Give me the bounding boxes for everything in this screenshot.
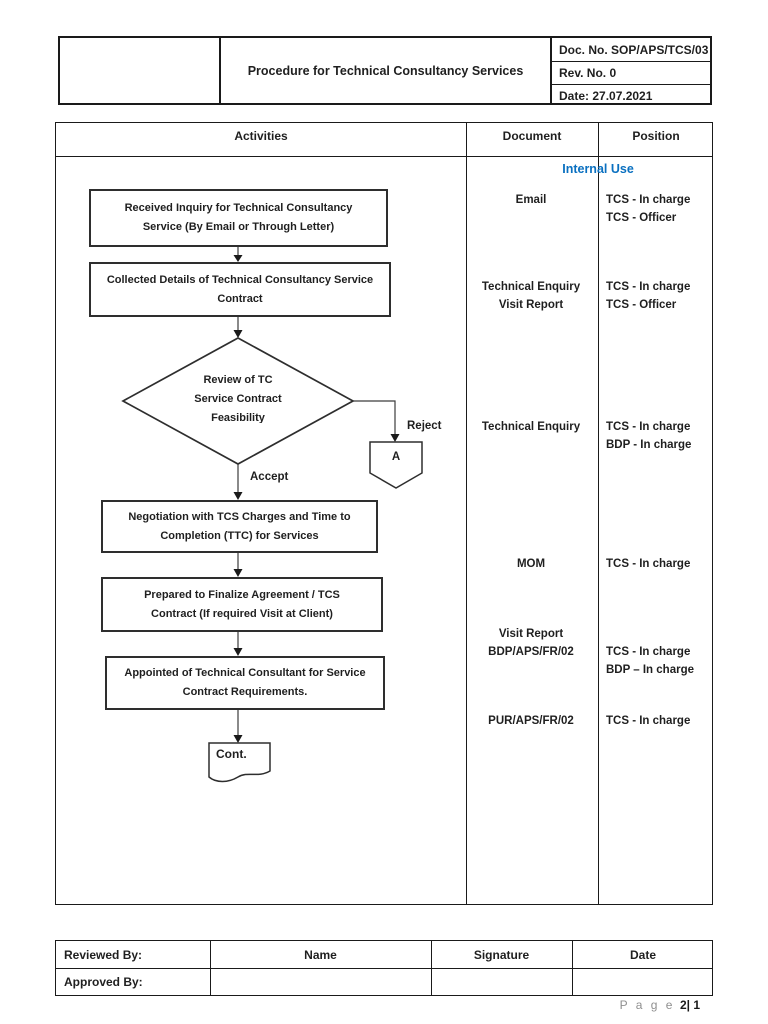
procedure-table: Activities Document Position bbox=[55, 122, 713, 905]
position-entry-line: TCS - Officer bbox=[606, 211, 677, 224]
flow-step-appointed-consultant: Appointed of Technical Consultant for Se… bbox=[105, 656, 385, 710]
header-row-line-2 bbox=[551, 84, 710, 86]
page-number: 2| 1 bbox=[679, 998, 700, 1012]
decision-line: Review of TC bbox=[203, 374, 273, 386]
position-entry-line: TCS - In charge bbox=[606, 281, 691, 293]
flow-step-line: Appointed of Technical Consultant for Se… bbox=[124, 667, 366, 679]
document-entry: Email bbox=[465, 192, 597, 210]
signoff-row-line bbox=[56, 968, 712, 970]
flow-step-line: Contract bbox=[217, 292, 263, 305]
flow-step-line: Collected Details of Technical Consultan… bbox=[106, 273, 374, 286]
signature-header: Signature bbox=[473, 947, 530, 962]
date-header: Date bbox=[629, 947, 656, 962]
signoff-divider-2 bbox=[431, 941, 433, 995]
position-entry-line: TCS - In charge bbox=[606, 194, 691, 206]
position-entry: TCS - In charge bbox=[606, 556, 712, 574]
document-entry: Technical Enquiry bbox=[465, 419, 597, 437]
header-divider-1 bbox=[219, 38, 221, 103]
col-divider-activities-document bbox=[466, 123, 468, 904]
flow-step-finalize-agreement: Prepared to Finalize Agreement / TCS Con… bbox=[101, 577, 383, 632]
position-entry: TCS - In charge BDP - In charge bbox=[606, 419, 712, 454]
position-entry-line: BDP - In charge bbox=[606, 438, 692, 451]
position-entry-line: TCS - In charge bbox=[606, 421, 691, 433]
revision-number: Rev. No. 0 bbox=[559, 65, 617, 80]
position-entry: TCS - In charge BDP – In charge bbox=[606, 644, 712, 679]
flow-step-received-inquiry: Received Inquiry for Technical Consultan… bbox=[89, 189, 388, 247]
reject-label: Reject bbox=[407, 420, 442, 432]
document-entry-line: Technical Enquiry bbox=[481, 281, 581, 293]
classification-label: Internal Use bbox=[562, 162, 634, 176]
header-table: Procedure for Technical Consultancy Serv… bbox=[58, 36, 712, 105]
page-word: P a g e bbox=[619, 998, 675, 1012]
col-header-position: Position bbox=[632, 129, 680, 143]
document-entry: PUR/APS/FR/02 bbox=[465, 713, 597, 731]
page-footer: P a g e 2| 1 bbox=[620, 998, 700, 1012]
flow-step-line: Contract (If required Visit at Client) bbox=[151, 607, 333, 620]
flow-step-line: Received Inquiry for Technical Consultan… bbox=[124, 202, 353, 214]
reviewed-by-label: Reviewed By: bbox=[64, 947, 143, 962]
position-entry-line: TCS - In charge bbox=[606, 715, 691, 727]
signoff-divider-1 bbox=[210, 941, 212, 995]
decision-review-feasibility: Review of TC Service Contract Feasibilit… bbox=[148, 371, 328, 423]
document-entry-line: Technical Enquiry bbox=[481, 421, 581, 433]
flow-step-line: Negotiation with TCS Charges and Time to bbox=[128, 510, 351, 523]
document-entry-line: BDP/APS/FR/02 bbox=[488, 645, 574, 658]
decision-line: Feasibility bbox=[211, 412, 265, 423]
position-entry-line: TCS - In charge bbox=[606, 558, 691, 570]
position-entry-line: TCS - Officer bbox=[606, 298, 677, 311]
document-entry: Visit Report BDP/APS/FR/02 bbox=[465, 626, 597, 661]
table-header-line bbox=[56, 156, 712, 158]
document-entry: Technical Enquiry Visit Report bbox=[465, 279, 597, 314]
doc-number: Doc. No. SOP/APS/TCS/03 bbox=[559, 42, 709, 57]
position-entry-line: BDP – In charge bbox=[606, 663, 694, 676]
approved-by-label: Approved By: bbox=[64, 974, 143, 989]
flow-step-line: Prepared to Finalize Agreement / TCS bbox=[144, 588, 340, 601]
header-divider-2 bbox=[550, 38, 552, 103]
document-entry-line: Visit Report bbox=[498, 628, 564, 640]
position-entry: TCS - In charge TCS - Officer bbox=[606, 279, 712, 314]
document-entry-line: Email bbox=[515, 194, 547, 206]
document-title: Procedure for Technical Consultancy Serv… bbox=[247, 63, 524, 78]
accept-label: Accept bbox=[250, 471, 289, 483]
header-row-line-1 bbox=[551, 61, 710, 63]
logo-cell bbox=[60, 38, 219, 103]
document-entry: MOM bbox=[465, 556, 597, 574]
flow-step-line: Service (By Email or Through Letter) bbox=[142, 221, 335, 233]
decision-line: Service Contract bbox=[194, 393, 282, 405]
col-divider-document-position bbox=[598, 123, 600, 904]
position-entry: TCS - In charge bbox=[606, 713, 712, 731]
flow-step-line: Contract Requirements. bbox=[182, 686, 308, 698]
position-entry-line: TCS - In charge bbox=[606, 646, 691, 658]
flow-step-line: Completion (TTC) for Services bbox=[160, 529, 319, 542]
document-entry-line: Visit Report bbox=[498, 298, 564, 311]
name-header: Name bbox=[304, 947, 337, 962]
flow-step-collected-details: Collected Details of Technical Consultan… bbox=[89, 262, 391, 317]
col-header-document: Document bbox=[502, 129, 562, 143]
signoff-divider-3 bbox=[572, 941, 574, 995]
document-entry-line: PUR/APS/FR/02 bbox=[488, 715, 574, 727]
continue-label: Cont. bbox=[216, 747, 247, 761]
col-header-activities: Activities bbox=[234, 129, 288, 143]
document-entry-line: MOM bbox=[516, 558, 546, 570]
offpage-connector-label: A bbox=[391, 451, 401, 463]
signoff-table: Reviewed By: Name Signature Date Approve… bbox=[55, 940, 713, 996]
position-entry: TCS - In charge TCS - Officer bbox=[606, 192, 712, 227]
flow-step-negotiation: Negotiation with TCS Charges and Time to… bbox=[101, 500, 378, 553]
doc-date: Date: 27.07.2021 bbox=[559, 88, 653, 103]
